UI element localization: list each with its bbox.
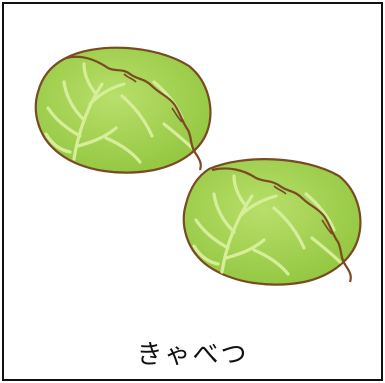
- cabbage-2: [182, 158, 362, 286]
- cabbage-2-body: [182, 158, 362, 286]
- cabbage-1-body: [34, 46, 212, 174]
- cabbage-2-leaf-edge: [211, 167, 352, 283]
- cabbage-1-leaf-edge: [65, 55, 202, 171]
- cabbage-2-veins: [192, 174, 342, 276]
- flashcard: きゃべつ: [2, 2, 383, 381]
- card-caption: きゃべつ: [136, 340, 249, 370]
- cabbage-illustration: [34, 46, 362, 286]
- cabbage-1: [34, 46, 212, 174]
